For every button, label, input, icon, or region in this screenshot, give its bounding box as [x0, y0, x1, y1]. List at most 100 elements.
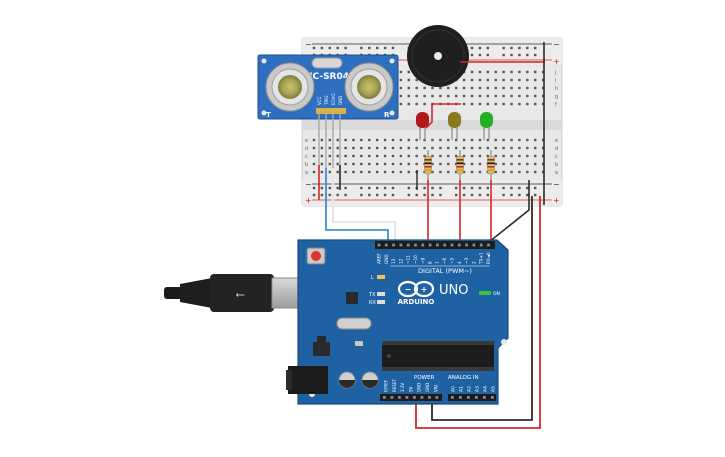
header-pin[interactable]: [457, 243, 461, 247]
row-letter: c: [305, 154, 308, 160]
terminal-hole: [478, 102, 482, 106]
header-pin[interactable]: [398, 396, 401, 399]
terminal-hole: [320, 138, 324, 142]
terminal-hole: [518, 78, 521, 82]
transmitter-mesh: [278, 75, 302, 99]
terminal-hole: [470, 154, 474, 158]
header-pin[interactable]: [399, 243, 403, 247]
resistor[interactable]: [424, 150, 432, 182]
header-pin[interactable]: [420, 396, 424, 399]
terminal-hole: [368, 162, 371, 166]
analog-pin-label: A3: [475, 386, 481, 392]
sensor-mount-hole: [389, 110, 395, 116]
led-red[interactable]: [416, 112, 429, 140]
reset-button[interactable]: [311, 251, 321, 261]
header-pin[interactable]: [465, 243, 468, 247]
center-channel: [302, 120, 562, 130]
terminal-hole: [391, 138, 395, 142]
power-pin-label: RESET: [392, 379, 397, 392]
terminal-hole: [407, 102, 410, 106]
terminal-hole: [439, 146, 442, 150]
terminal-hole: [399, 70, 403, 74]
terminal-hole: [494, 146, 497, 150]
terminal-hole: [486, 86, 489, 90]
row-letter: f: [555, 102, 557, 108]
header-pin[interactable]: [450, 243, 454, 247]
terminal-hole: [447, 94, 450, 98]
gnd-power-wire[interactable]: [431, 196, 533, 421]
header-pin[interactable]: [443, 243, 447, 247]
rail-hole: [502, 186, 505, 190]
header-pin[interactable]: [479, 243, 483, 247]
terminal-hole: [368, 154, 371, 158]
led-red-jumper-wire[interactable]: [425, 103, 461, 129]
piezo-buzzer[interactable]: [407, 25, 545, 87]
terminal-hole: [336, 138, 339, 142]
terminal-hole: [447, 86, 450, 90]
header-pin[interactable]: [392, 243, 395, 247]
terminal-hole: [455, 154, 458, 158]
header-pin[interactable]: [435, 396, 439, 399]
led-green[interactable]: [480, 112, 493, 140]
terminal-hole: [399, 102, 403, 106]
terminal-hole: [368, 170, 371, 174]
rail-hole: [312, 193, 316, 197]
board-mount-hole: [501, 339, 507, 345]
terminal-hole: [431, 94, 434, 98]
digital-header: [375, 241, 495, 249]
rail-hole: [344, 46, 347, 50]
resistor[interactable]: [456, 150, 464, 182]
terminal-hole: [534, 146, 537, 150]
led-red-body: [416, 112, 429, 128]
terminal-hole: [494, 154, 497, 158]
terminal-hole: [423, 94, 426, 98]
header-pin[interactable]: [472, 243, 476, 247]
power-led: [479, 291, 491, 295]
5v-power-wire[interactable]: [415, 196, 541, 429]
led-yellow[interactable]: [448, 112, 461, 140]
header-pin[interactable]: [428, 396, 431, 399]
header-pin[interactable]: [428, 243, 432, 247]
buzzer-signal-wire[interactable]: [483, 180, 530, 247]
digital-pin-label: GND: [384, 254, 389, 264]
terminal-hole: [376, 146, 379, 150]
header-pin[interactable]: [384, 243, 388, 247]
header-pin[interactable]: [421, 243, 425, 247]
terminal-hole: [534, 94, 537, 98]
terminal-hole: [462, 102, 466, 106]
header-pin[interactable]: [467, 396, 470, 399]
sensor-pin-label-echo: ECHO: [331, 94, 336, 105]
trig-wire-blue[interactable]: [325, 168, 389, 246]
header-pin[interactable]: [383, 396, 386, 399]
header-pin[interactable]: [475, 396, 478, 399]
header-pin[interactable]: [414, 243, 417, 247]
terminal-hole: [510, 146, 513, 150]
resistor[interactable]: [487, 150, 495, 182]
terminal-hole: [399, 78, 403, 82]
header-pin[interactable]: [483, 396, 486, 399]
terminal-hole: [344, 138, 347, 142]
header-pin[interactable]: [459, 396, 462, 399]
header-pin[interactable]: [405, 396, 409, 399]
header-pin[interactable]: [487, 243, 490, 247]
row-letter: a: [305, 170, 308, 176]
sensor-model-label: HC-SR04: [305, 72, 349, 82]
header-pin[interactable]: [413, 396, 416, 399]
header-pin[interactable]: [390, 396, 394, 399]
sensor-mount-hole: [261, 110, 267, 116]
header-pin[interactable]: [377, 243, 381, 247]
digital-pin-label: 2: [471, 261, 476, 264]
ultrasonic-sensor[interactable]: HC-SR04 T R VCC TRIG ECHO GND: [257, 54, 399, 170]
echo-wire-white[interactable]: [332, 168, 396, 246]
arduino-model: UNO: [439, 283, 468, 298]
analog-pin-label: A0: [451, 386, 457, 392]
header-pin[interactable]: [451, 396, 454, 399]
terminal-hole: [352, 146, 355, 150]
row-letter: b: [305, 162, 308, 168]
header-pin[interactable]: [491, 396, 494, 399]
usb-cable-strain-relief: [180, 278, 212, 308]
header-pin[interactable]: [406, 243, 410, 247]
header-pin[interactable]: [436, 243, 439, 247]
terminal-hole: [541, 70, 545, 74]
